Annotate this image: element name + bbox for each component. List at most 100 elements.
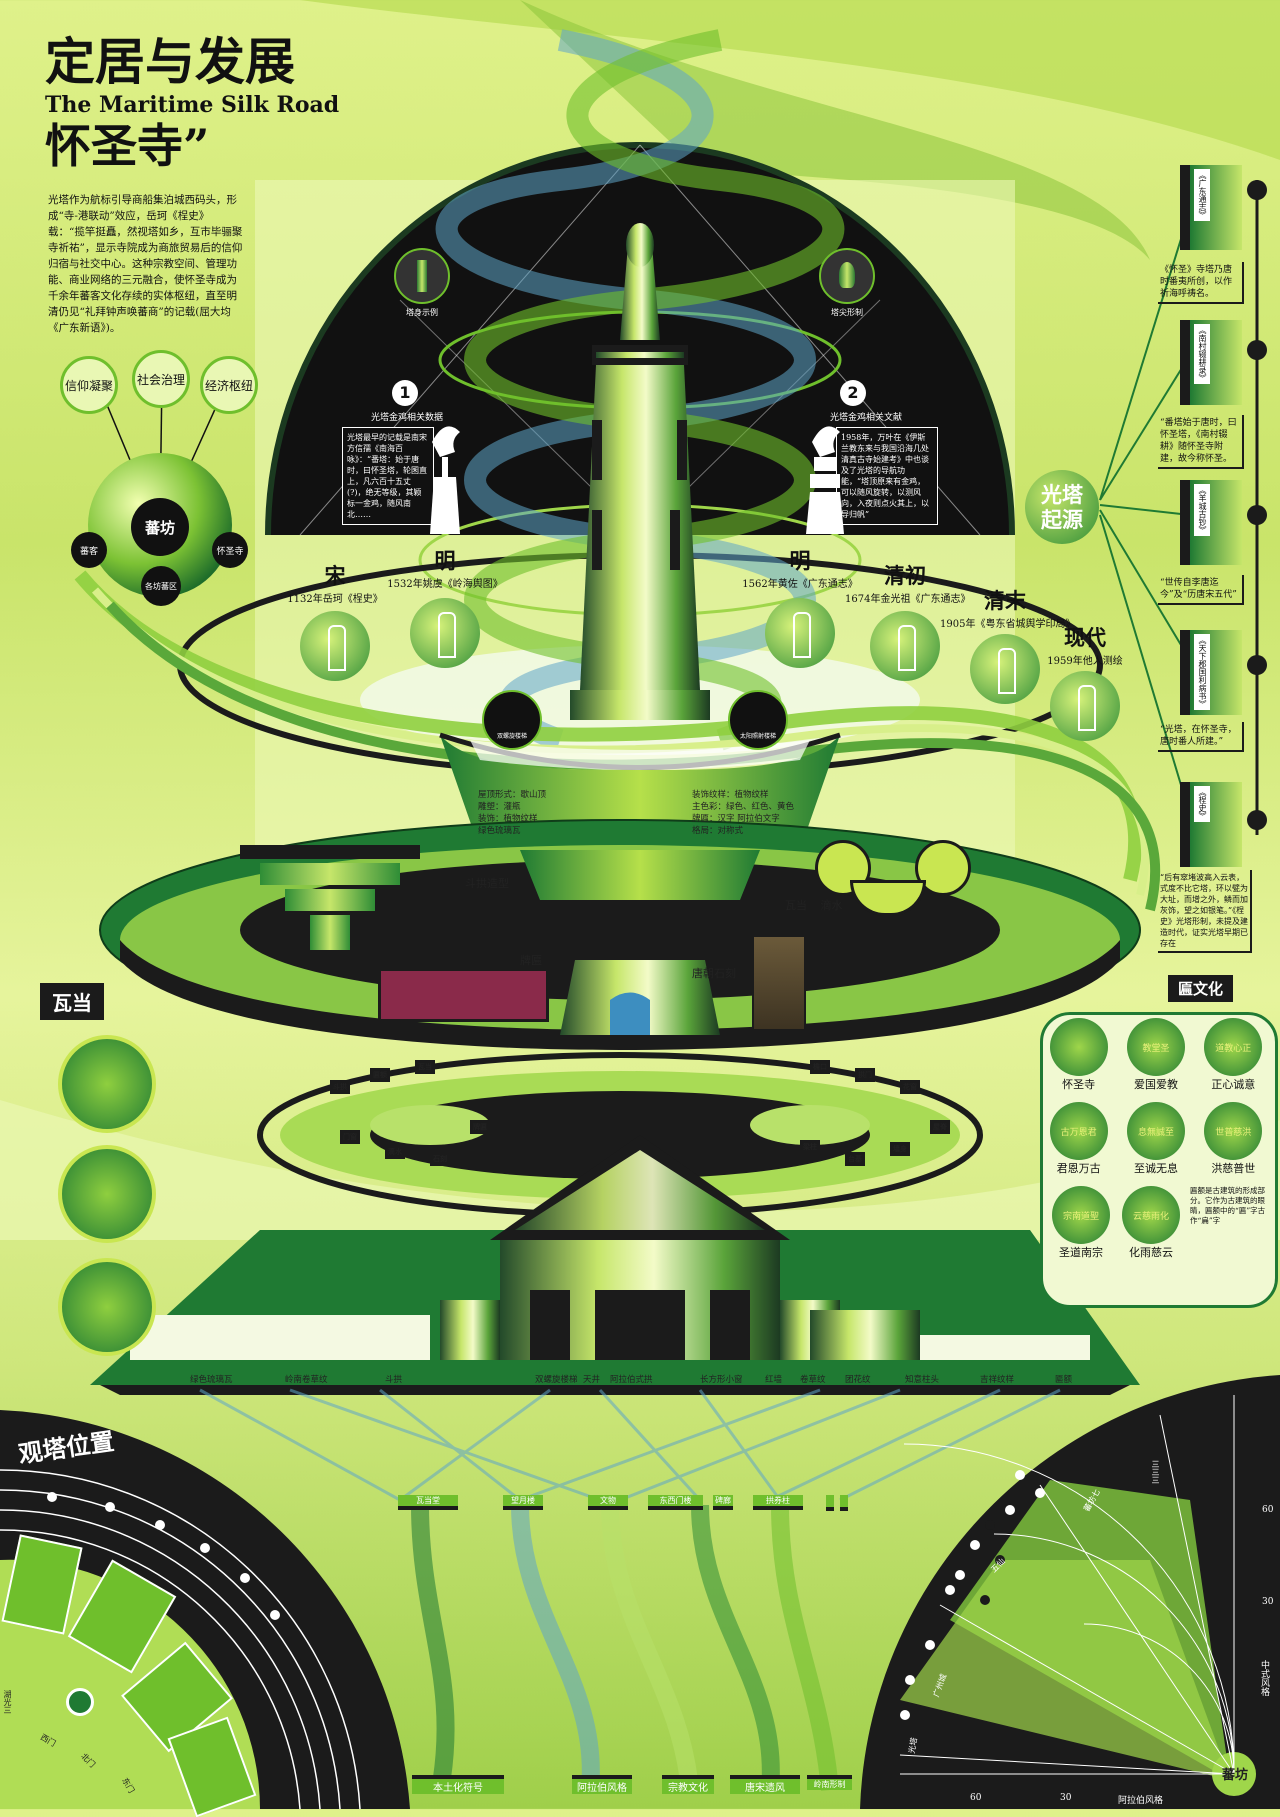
network-node-top-2: 社会治理 [132, 350, 190, 408]
plaque-note: 匾额是古建筑的形成部分。它作为古建筑的眼睛，匾额中的“匾”字古作“扁”字 [1190, 1186, 1266, 1225]
header: 定居与发展 The Maritime Silk Road 怀圣寺” [45, 32, 345, 174]
timeline-item-2: 明 1532年姚虞《岭海舆图》 [385, 545, 505, 668]
rooster-left-icon [420, 412, 470, 534]
origin-quote-5: “后有窣堵波高入云表，式度不比它塔，环以甓为大址，而增之外，鳞而加灰饰，望之如银… [1158, 870, 1252, 953]
network-node-top-1: 信仰凝聚 [60, 356, 118, 414]
panel-2-title: 光塔金鸡相关文献 [830, 413, 903, 423]
dome-icon-left: 塔身示例 [392, 248, 452, 318]
sankey-bottom-node: 宗教文化 [662, 1775, 714, 1794]
dome-panel-1: 1 光塔金鸡相关数据 光塔最早的记载是南宋方信孺《南海百咏》：“番塔：始于唐时，… [342, 380, 472, 525]
polar-label-1: 三三三 [1151, 1460, 1160, 1484]
plaque-icon: 古万恩君 [1049, 1102, 1108, 1160]
polar-bottom-tick-1: 60 [970, 1793, 982, 1803]
location-arcs [0, 1469, 361, 1809]
origin-quote-2: “番塔始于唐时，曰怀圣塔，《南村辍耕》随怀圣寺附建，故今称怀圣。 [1158, 415, 1244, 469]
wadang-tile-3-icon [58, 1258, 156, 1356]
sankey-bottom-node: 唐宋遗风 [730, 1775, 800, 1794]
page-title-en: The Maritime Silk Road [45, 92, 340, 118]
dome-panel-2: 2 光塔金鸡相关文献 1958年，万叶在《伊斯兰教东来与我国沿海几处清真古寺始建… [830, 380, 970, 525]
sankey-top-node: 瓦当堂 [398, 1495, 458, 1510]
plaque-item: 怀圣寺 [1044, 1018, 1114, 1092]
network-center: 蕃坊 [131, 498, 189, 556]
network-node-bottom-1: 蕃客 [71, 532, 107, 568]
sankey-bottom-labels: 本土化符号 阿拉伯风格 宗教文化 唐宋遗风 岭南形制 [412, 1775, 852, 1795]
plaque-icon [1049, 1018, 1108, 1076]
double-helix-stair-icon: 双螺旋楼梯 [482, 690, 542, 750]
timeline-tower-icon [765, 598, 835, 668]
tower-tip-icon [819, 248, 875, 304]
sankey-bottom-node: 阿拉伯风格 [572, 1775, 632, 1794]
panel-1-text: 光塔最早的记载是南宋方信孺《南海百咏》：“番塔：始于唐时，曰怀圣塔，轮囷直上，凡… [342, 427, 434, 525]
polar-right-tick-3: 中式风格 [1259, 1660, 1269, 1696]
sankey-bottom-node: 本土化符号 [412, 1775, 504, 1794]
polar-bottom-tick-2: 30 [1060, 1793, 1072, 1803]
rooster-figure-left [430, 426, 460, 534]
origin-quote-4: “光塔，在怀圣寺，唐时番人所建。” [1158, 722, 1244, 752]
plaque-item: 教堂圣 爱国爱教 [1121, 1018, 1191, 1092]
plaque-item: 古万恩君 君恩万古 [1044, 1102, 1114, 1176]
polar-center-label: 蕃坊 [1222, 1768, 1249, 1783]
roof-labels-left: 屋顶形式：歇山顶 雕塑：灌瓶 装饰：植物纹样 绿色琉璃瓦 [478, 790, 547, 836]
origin-ref-1: 《广东通志》 [1180, 165, 1242, 250]
sun-stair-icon: 太阳照射楼梯 [728, 690, 788, 750]
origin-ref-2: 《南村辍耕录》 [1180, 320, 1242, 405]
plaque-item: 宗南道聖 圣道南宗 [1046, 1186, 1116, 1260]
sankey-top-node: 拱券柱 [753, 1495, 803, 1510]
plaque-item: 世普慈洪 洪慈普世 [1198, 1102, 1268, 1176]
timeline-tower-icon [300, 611, 370, 681]
plaque-grid-items: 怀圣寺 教堂圣 爱国爱教 道教心正 正心诚意 古万恩君 君恩万古 息無誠至 至诚… [1040, 1018, 1272, 1260]
sankey-top-node: 碑廊 [713, 1495, 733, 1510]
wadang-title: 瓦当 [40, 983, 104, 1020]
rooster-figure-right [806, 426, 844, 534]
location-pin-icon [66, 1688, 94, 1716]
page-subtitle: 怀圣寺” [45, 119, 210, 173]
origin-quote-3: “世传自李唐迄今”及“历唐宋五代” [1158, 575, 1244, 605]
origin-ref-5: 《桯史》 [1180, 782, 1242, 867]
panel-1-title: 光塔金鸡相关数据 [370, 413, 443, 423]
sankey-top-node: 文物 [588, 1495, 628, 1510]
plaque-icon: 云慈雨化 [1122, 1186, 1180, 1244]
origin-lines [1099, 180, 1267, 835]
paibian-label: 牌匾 [520, 954, 542, 967]
timeline-tower-icon [870, 611, 940, 681]
timeline-tower-icon [970, 634, 1040, 704]
polar-bottom-tick-3: 阿拉伯风格 [1118, 1796, 1164, 1806]
sankey-top-labels: 瓦当堂 望月楼 文物 东西门楼 碑廊 拱券柱 [398, 1495, 858, 1515]
network-node-top-3: 经济枢纽 [200, 356, 258, 414]
origin-ref-4: 《天下郡国利病书》 [1180, 630, 1242, 715]
tang-stele [752, 935, 806, 1031]
origin-ref-3: 《羊城古钞》 [1180, 480, 1242, 565]
wadang-dishui-label: 瓦当 滴水 [785, 899, 843, 912]
sankey-top-node: 东西门楼 [648, 1495, 703, 1510]
timeline-item-5: 清末 1905年《粤东省城舆学印局》 [940, 585, 1075, 704]
panel-1-number: 1 [392, 380, 418, 406]
plaque-icon: 宗南道聖 [1052, 1186, 1110, 1244]
sankey-bottom-node: 岭南形制 [807, 1775, 852, 1790]
feature-legend-row: 绿色琉璃瓦 岭南卷草纹 斗拱 双螺旋楼梯 天井 阿拉伯式拱 长方形小窗 红墙 卷… [190, 1375, 1073, 1385]
wadang-tile-2-icon [58, 1145, 156, 1243]
roof-labels-right: 装饰纹样：植物纹样 主色彩：绿色、红色、黄色 牌匾：汉字 阿拉伯文字 格局：对称… [692, 790, 795, 836]
plaque-icon: 道教心正 [1204, 1018, 1263, 1076]
tower-sample-icon [394, 248, 450, 304]
plaque-section-title: 匾文化 [1168, 975, 1234, 1002]
sankey-top-node [826, 1495, 834, 1511]
intro-text: 光塔作为航标引导商船集泊城西码头，形成“寺-港联动”效应，岳珂《桯史》载：“揽竿… [48, 194, 243, 334]
plaque-item: 云慈雨化 化雨慈云 [1116, 1186, 1186, 1260]
plaque-red [378, 968, 549, 1022]
wadang-tile-1-icon [58, 1035, 156, 1133]
plaque-icon: 教堂圣 [1126, 1018, 1185, 1076]
timeline-item-6: 现代 1959年他人测绘 [1035, 622, 1135, 741]
network-node-bottom-3: 怀圣寺 [212, 532, 248, 568]
origin-title-circle: 光塔起源 [1025, 470, 1099, 544]
timeline-item-1: 宋 1132年岳珂《桯史》 [285, 560, 385, 681]
plaque-item: 道教心正 正心诚意 [1198, 1018, 1268, 1092]
network-node-bottom-2: 各坊蕃区 [141, 566, 181, 606]
ring-tag-row-left: 斗拱 匾额 瓦当 门窗 滴水 石刻 牌匾 [330, 1060, 500, 1180]
location-label-1: 湖光三 [3, 1690, 12, 1714]
sankey-top-node: 望月楼 [503, 1495, 543, 1510]
panel-2-number: 2 [840, 380, 866, 406]
polar-right-tick-1: 60 [1262, 1505, 1274, 1515]
timeline-item-3: 明 1562年黄佐《广东通志》 [740, 545, 860, 668]
timeline-tower-icon [1050, 671, 1120, 741]
timeline-tower-icon [410, 598, 480, 668]
